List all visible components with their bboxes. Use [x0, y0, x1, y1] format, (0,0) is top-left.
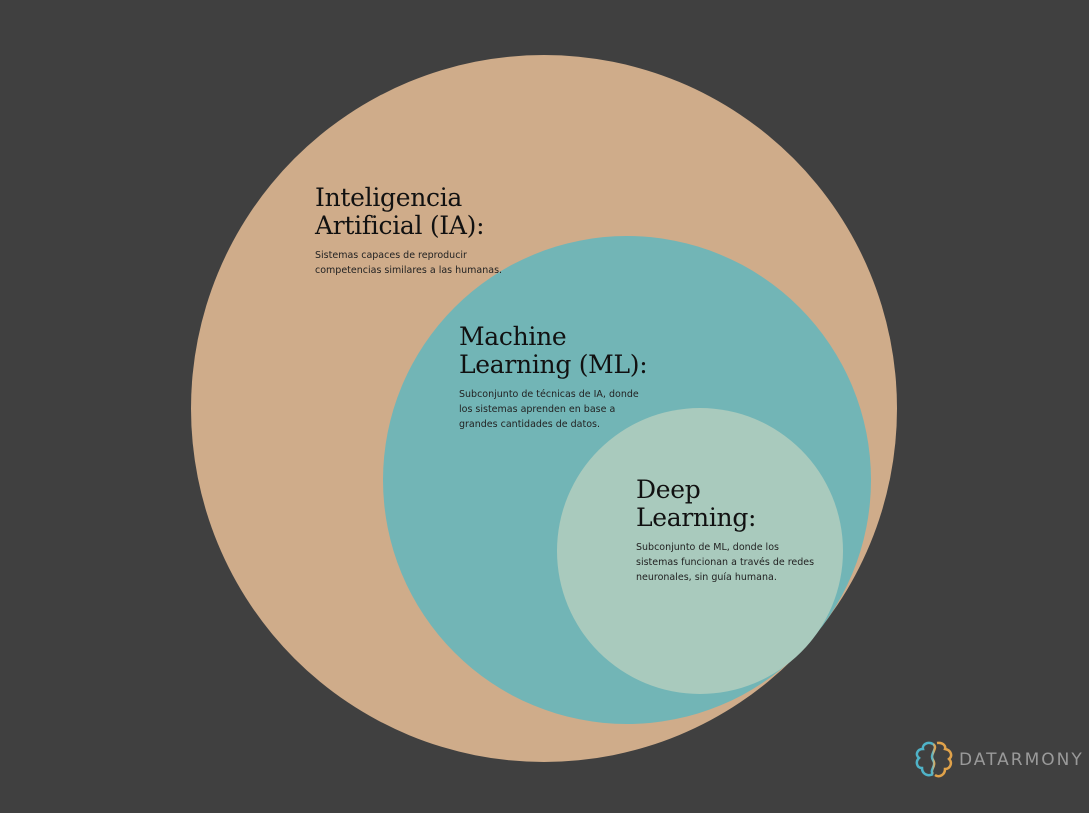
circle-deep-learning [557, 408, 843, 694]
ml-description: Subconjunto de técnicas de IA, donde los… [459, 389, 639, 430]
dl-title-line-1: Deep [636, 475, 701, 504]
ml-title-line-1: Machine [459, 322, 567, 351]
logo-text: DATARMONY [959, 750, 1084, 770]
dl-description: Subconjunto de ML, donde los sistemas fu… [636, 542, 815, 583]
ia-title-line-2: Artificial (IA): [315, 211, 485, 240]
ml-title-line-2: Learning (ML): [459, 350, 648, 379]
datarmony-logo: DATARMONY [913, 740, 1084, 780]
brain-icon [915, 741, 953, 778]
dl-title-line-2: Learning: [636, 503, 757, 532]
ia-description: Sistemas capaces de reproducir competenc… [315, 250, 503, 276]
ia-title-line-1: Inteligencia [315, 183, 463, 212]
